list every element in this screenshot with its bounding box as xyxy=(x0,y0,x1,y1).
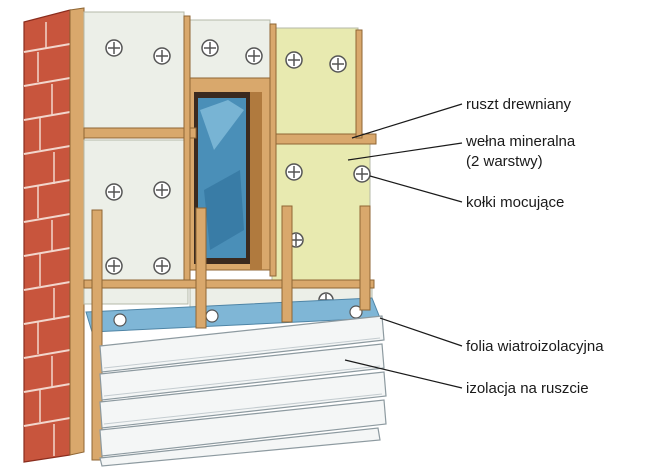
mineral-wool-panels xyxy=(83,11,373,309)
pin xyxy=(105,39,123,57)
wind-membrane xyxy=(85,297,381,333)
leader-membrane xyxy=(379,317,463,347)
siding-boards xyxy=(99,315,387,467)
leader-frame xyxy=(351,103,463,139)
leader-cladding xyxy=(344,359,463,389)
leader-lines xyxy=(344,103,463,389)
label-pins: kołki mocujące xyxy=(466,194,564,211)
pin xyxy=(153,181,171,199)
pin xyxy=(245,47,263,65)
pin xyxy=(153,47,171,65)
window xyxy=(185,77,273,271)
label-wool-layers: (2 warstwy) xyxy=(466,153,543,170)
pin xyxy=(105,183,123,201)
label-wool: wełna mineralna xyxy=(465,133,576,150)
pin xyxy=(105,257,123,275)
pin xyxy=(353,165,371,183)
wooden-frame xyxy=(83,15,377,289)
label-membrane: folia wiatroizolacyjna xyxy=(466,338,604,355)
leader-pins xyxy=(369,175,463,203)
leader-wool xyxy=(347,142,463,161)
pin xyxy=(285,163,303,181)
label-frame: ruszt drewniany xyxy=(466,96,572,113)
pin xyxy=(285,51,303,69)
vertical-battens xyxy=(91,205,371,461)
brick-wall xyxy=(23,9,71,463)
pin xyxy=(201,39,219,57)
labels: ruszt drewniany wełna mineralna (2 warst… xyxy=(465,96,604,397)
wall-edge-trim xyxy=(69,7,85,456)
pin xyxy=(153,257,171,275)
pin xyxy=(329,55,347,73)
label-cladding: izolacja na ruszcie xyxy=(466,380,589,397)
